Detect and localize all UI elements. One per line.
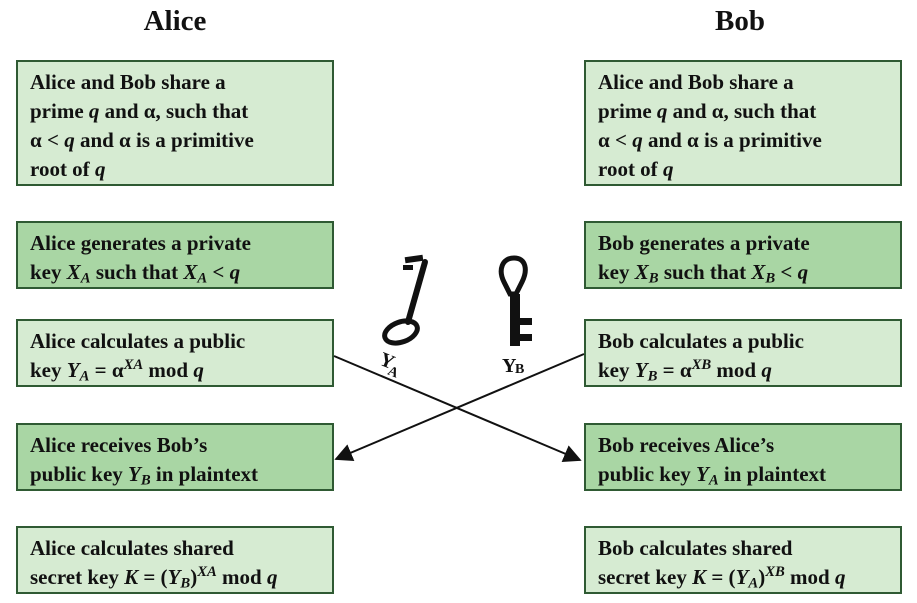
key-label-right-sub: B (515, 362, 524, 377)
alice-heading: Alice (143, 5, 207, 37)
arrow-bob-to-alice (334, 353, 585, 461)
key-icon (382, 254, 428, 346)
key-label-right: Y (502, 355, 517, 377)
key-icon (498, 255, 532, 346)
bob-heading: Bob (715, 5, 765, 37)
